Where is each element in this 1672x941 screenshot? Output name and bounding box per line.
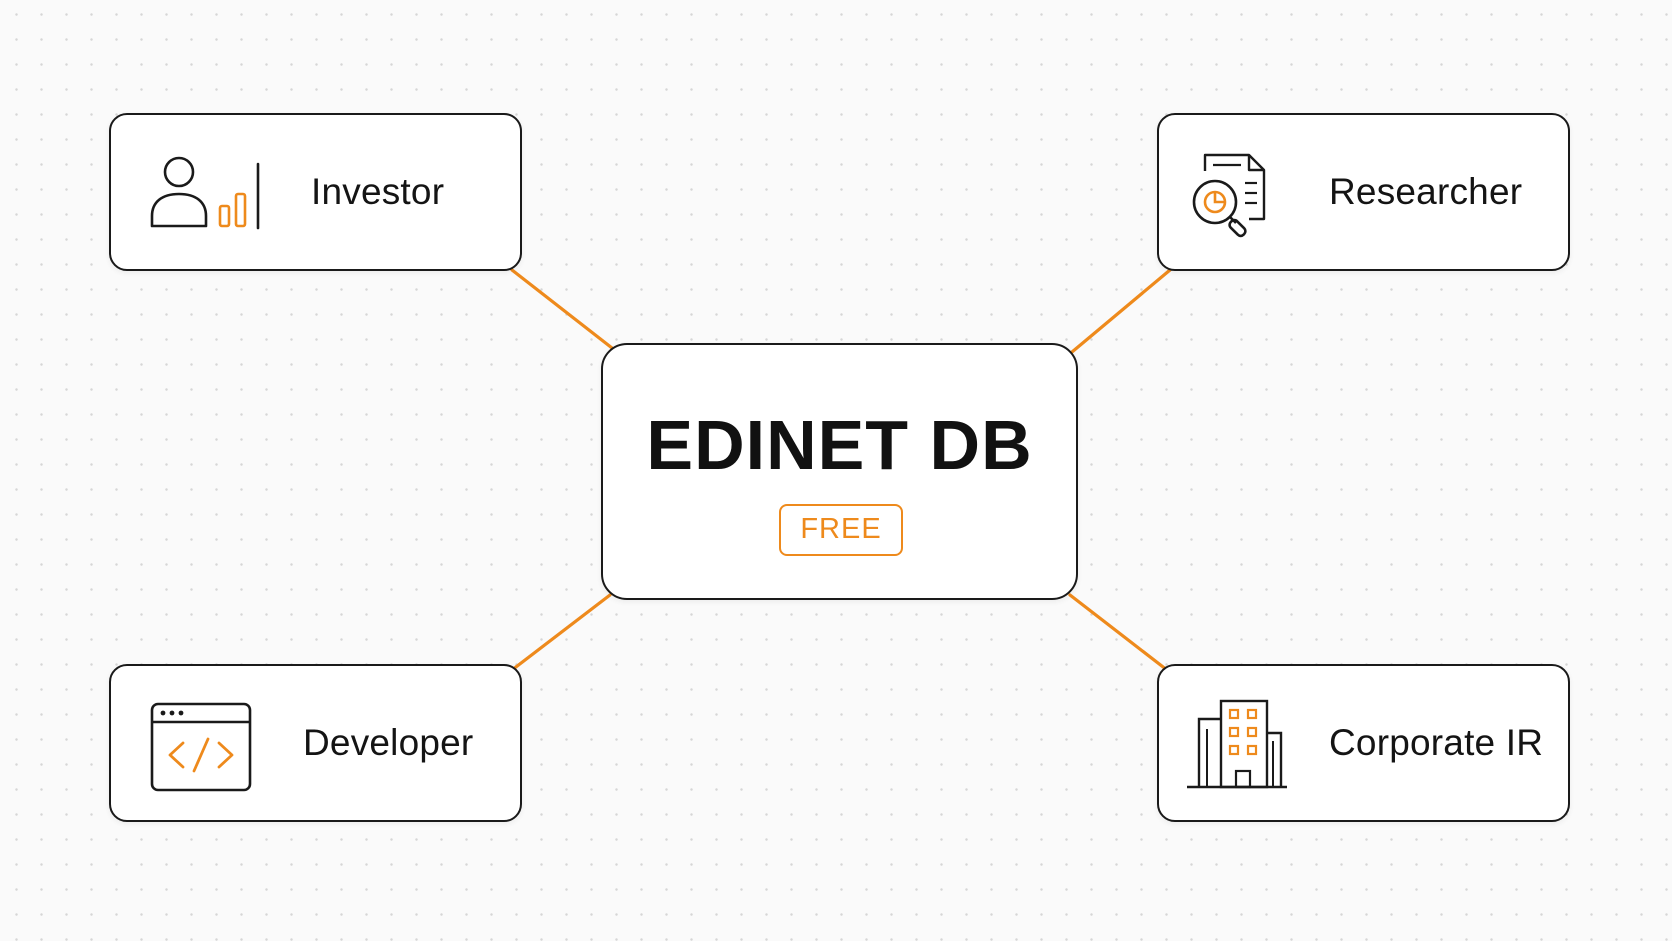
document-search-icon xyxy=(1189,149,1273,241)
office-building-icon xyxy=(1185,697,1289,791)
connector-researcher xyxy=(1070,268,1172,354)
developer-card[interactable]: Developer xyxy=(109,664,522,822)
investor-label: Investor xyxy=(311,171,445,212)
code-window-icon xyxy=(149,701,253,793)
hub-title: EDINET DB xyxy=(646,406,1033,484)
researcher-card[interactable]: Researcher xyxy=(1157,113,1570,271)
edinet-db-hub[interactable]: EDINET DB FREE xyxy=(601,343,1078,600)
connector-corporate xyxy=(1068,593,1169,672)
connector-developer xyxy=(510,593,612,672)
connector-investor xyxy=(510,268,614,350)
investor-card[interactable]: Investor xyxy=(109,113,522,271)
developer-label: Developer xyxy=(303,722,474,763)
free-badge: FREE xyxy=(779,504,903,556)
corporate-ir-card[interactable]: Corporate IR xyxy=(1157,664,1570,822)
investor-chart-icon xyxy=(148,152,268,232)
researcher-label: Researcher xyxy=(1329,171,1523,212)
corporate-ir-label: Corporate IR xyxy=(1329,722,1544,763)
